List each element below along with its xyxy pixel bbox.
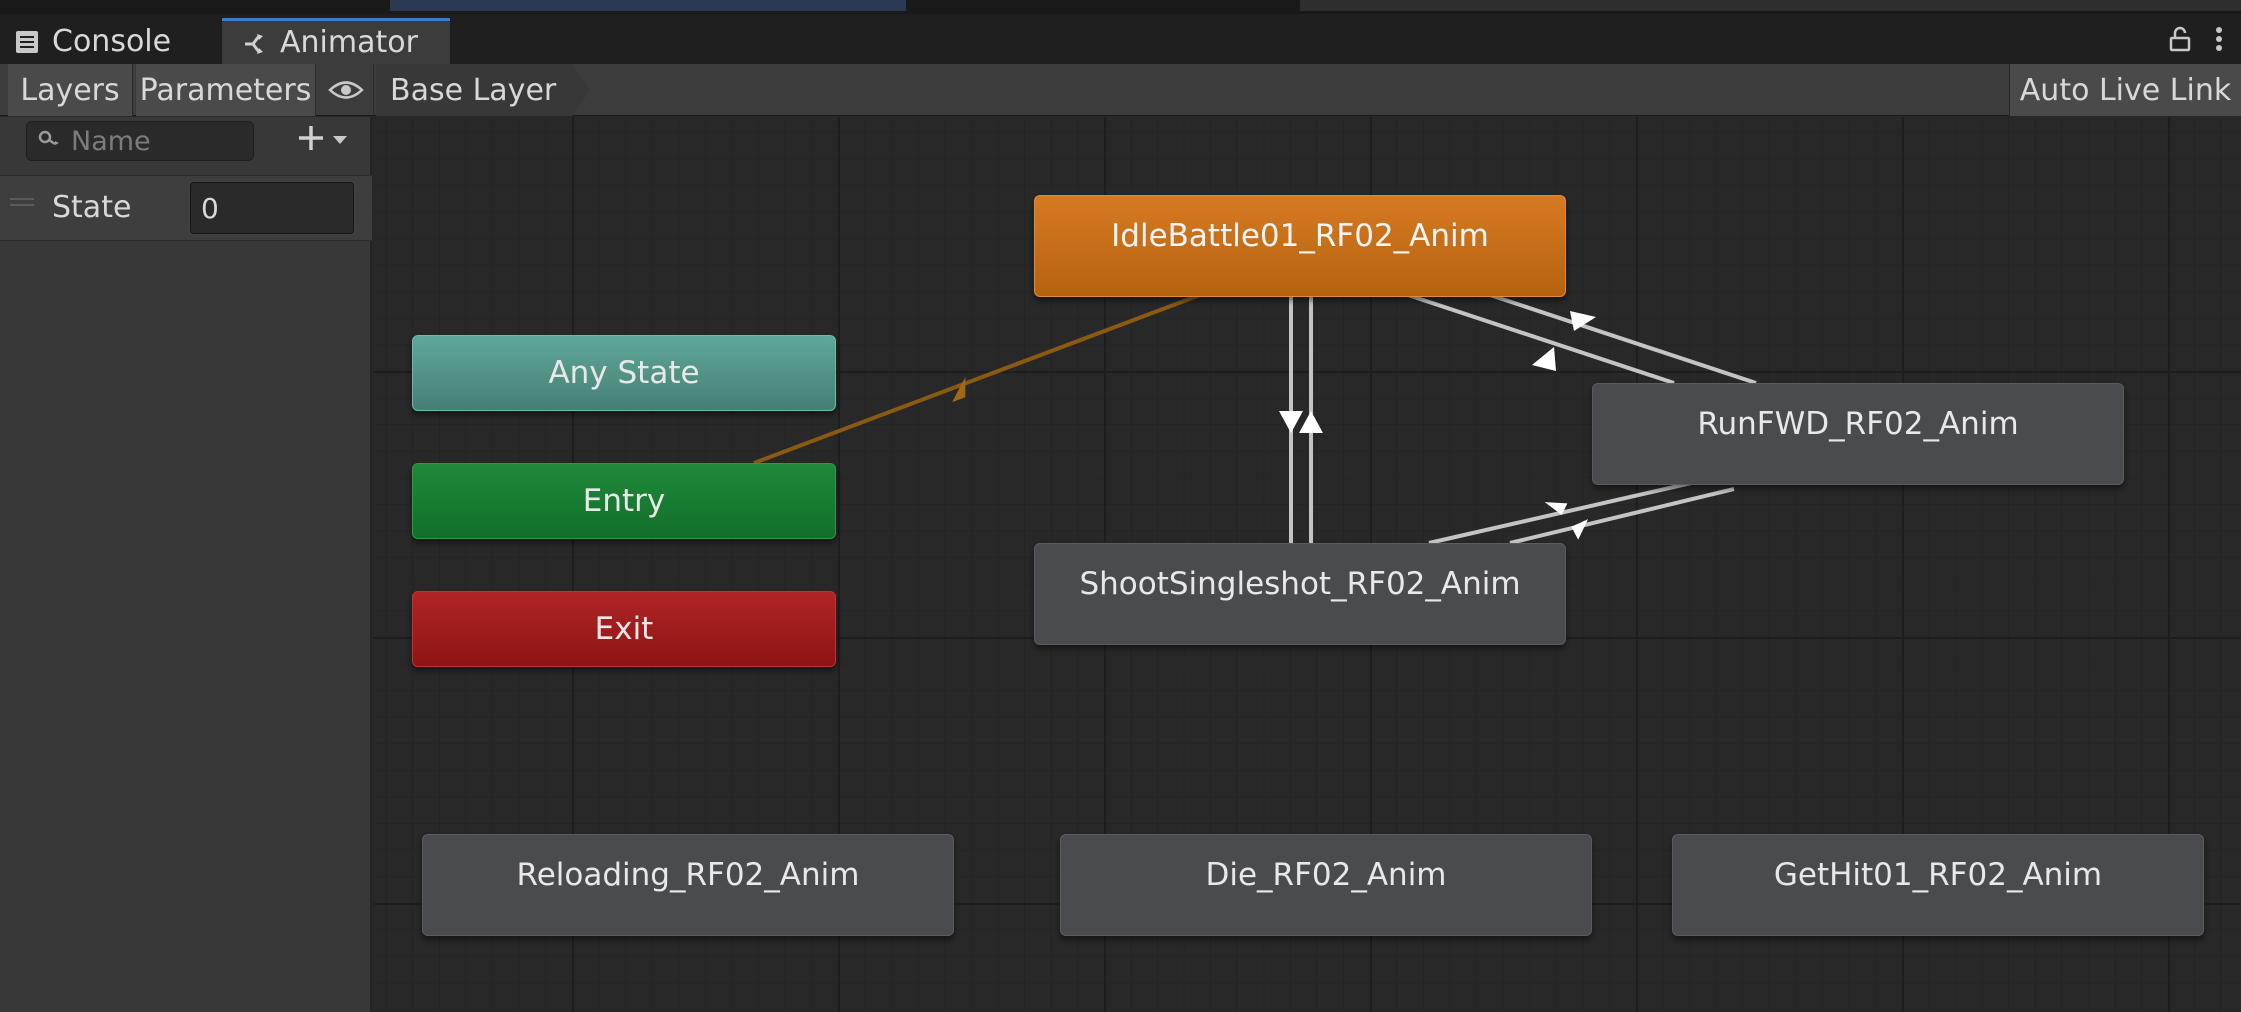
parameter-value-field[interactable]	[190, 182, 354, 234]
any-state-node[interactable]: Any State	[412, 335, 836, 411]
state-idlebattle[interactable]: IdleBattle01_RF02_Anim	[1034, 195, 1566, 297]
entry-transition-arrow	[952, 377, 966, 403]
tab-bar-actions	[2169, 26, 2223, 56]
run-to-idle-transition[interactable]	[1489, 293, 1757, 385]
top-window-strip	[0, 0, 2241, 14]
parameter-search-input[interactable]	[71, 125, 231, 157]
exit-node[interactable]: Exit	[412, 591, 836, 667]
tab-animator[interactable]: Animator	[222, 18, 450, 64]
run-to-shoot-arrow	[1571, 519, 1589, 540]
more-options-icon[interactable]	[2215, 26, 2223, 56]
parameters-panel: State	[0, 117, 372, 1012]
scene-view-remnant	[390, 0, 906, 11]
breadcrumb-base-layer[interactable]: Base Layer	[376, 64, 590, 116]
drag-handle-icon[interactable]	[10, 198, 34, 206]
entry-node[interactable]: Entry	[412, 463, 836, 539]
state-die[interactable]: Die_RF02_Anim	[1060, 834, 1592, 936]
plus-icon	[296, 123, 326, 157]
state-machine-graph[interactable]: IdleBattle01_RF02_Anim Any State Entry E…	[374, 117, 2241, 1012]
lock-icon[interactable]	[2169, 26, 2191, 56]
entry-to-idle-transition[interactable]	[753, 293, 1201, 465]
tab-bar: Console Animator	[0, 14, 2241, 64]
parameter-search-box[interactable]	[26, 121, 254, 161]
tab-console-label: Console	[52, 23, 172, 59]
animator-icon	[242, 30, 268, 56]
shoot-to-idle-arrow	[1299, 411, 1323, 433]
shoot-to-run-transition[interactable]	[1428, 479, 1701, 545]
state-gethit[interactable]: GetHit01_RF02_Anim	[1672, 834, 2204, 936]
search-icon	[37, 129, 61, 153]
tab-animator-label: Animator	[280, 25, 418, 60]
layers-tab-button[interactable]: Layers	[8, 64, 133, 116]
run-to-idle-arrow	[1570, 311, 1596, 331]
shoot-to-run-arrow	[1544, 502, 1568, 515]
animator-toolbar: Layers Parameters Base Layer Auto Live L…	[0, 64, 2241, 116]
parameter-name: State	[52, 190, 132, 225]
console-icon	[14, 28, 40, 54]
idle-to-shoot-arrow	[1279, 411, 1303, 433]
eye-icon[interactable]	[318, 64, 374, 116]
parameter-row[interactable]: State	[0, 175, 372, 241]
idle-to-run-arrow	[1532, 347, 1556, 371]
state-shootsingleshot[interactable]: ShootSingleshot_RF02_Anim	[1034, 543, 1566, 645]
auto-live-link-button[interactable]: Auto Live Link	[2009, 64, 2241, 116]
state-reloading[interactable]: Reloading_RF02_Anim	[422, 834, 954, 936]
panel-remnant	[1300, 0, 2241, 11]
idle-to-run-transition[interactable]	[1407, 293, 1675, 385]
transition-arrows	[753, 293, 1757, 545]
tab-console[interactable]: Console	[14, 18, 171, 64]
chevron-down-icon	[332, 131, 348, 150]
state-runfwd[interactable]: RunFWD_RF02_Anim	[1592, 383, 2124, 485]
add-parameter-button[interactable]	[296, 123, 348, 157]
run-to-shoot-transition[interactable]	[1509, 487, 1735, 545]
parameters-tab-button[interactable]: Parameters	[136, 64, 316, 116]
parameters-search-row	[0, 117, 372, 173]
